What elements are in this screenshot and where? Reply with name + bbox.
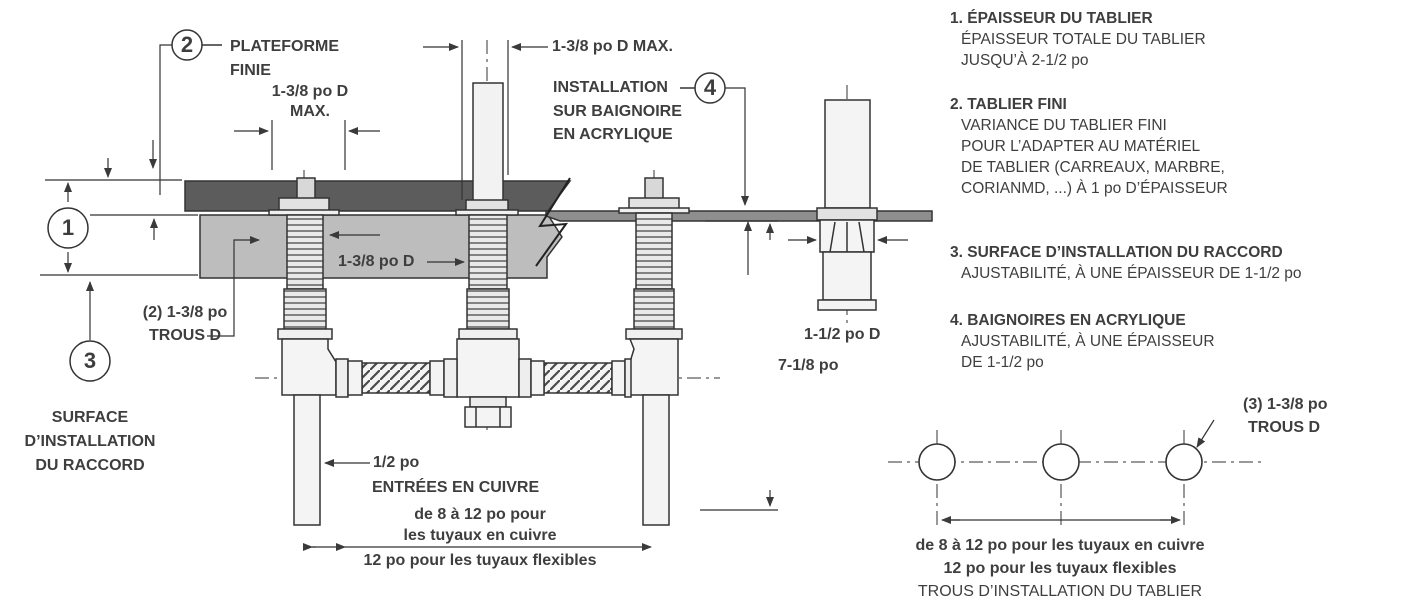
legend-line: AJUSTABILITÉ, À UNE ÉPAISSEUR DE 1-1/2 p…: [961, 265, 1302, 282]
label-right-valve: 1-1/2 po D: [804, 326, 881, 343]
label-acrylic-3: EN ACRYLIQUE: [553, 126, 673, 143]
spout-valve: [455, 82, 520, 428]
handle-cartridge: [816, 99, 878, 311]
label-surface-3: DU RACCORD: [35, 457, 145, 474]
callout-3: 3: [83, 348, 97, 373]
callout-1: 1: [61, 215, 75, 240]
label-height: 7-1/8 po: [778, 357, 839, 374]
label-plateforme: PLATEFORME: [230, 38, 340, 55]
legend-title: 4. BAIGNOIRES EN ACRYLIQUE: [950, 312, 1186, 329]
label-holes-3: (3) 1-3/8 po: [1243, 396, 1328, 413]
legend-title: 2. TABLIER FINI: [950, 96, 1067, 113]
deck-hole-template: [918, 443, 1203, 481]
legend-item-3: 3. SURFACE D’INSTALLATION DU RACCORD AJU…: [950, 242, 1420, 284]
legend-line: VARIANCE DU TABLIER FINI: [961, 117, 1167, 134]
legend-line: DE 1-1/2 po: [961, 354, 1044, 371]
legend-item-2: 2. TABLIER FINI VARIANCE DU TABLIER FINI…: [950, 94, 1420, 199]
label-spread-1: de 8 à 12 po pour: [414, 506, 546, 523]
label-bottom-2: 12 po pour les tuyaux flexibles: [943, 560, 1177, 577]
label-surface-1: SURFACE: [51, 409, 129, 426]
legend-block-2: 2. TABLIER FINI VARIANCE DU TABLIER FINI…: [950, 94, 1420, 199]
label-acrylic-1: INSTALLATION: [553, 79, 668, 96]
label-acrylic-2: SUR BAIGNOIRE: [553, 103, 682, 120]
label-surface-2: D’INSTALLATION: [24, 433, 156, 450]
legend-line: DE TABLIER (CARREAUX, MARBRE,: [961, 159, 1225, 176]
label-inlet: ENTRÉES EN CUIVRE: [372, 479, 540, 496]
label-finie: FINIE: [230, 62, 271, 79]
label-spout-max: 1-3/8 po D MAX.: [552, 38, 673, 55]
legend-line: JUSQU’À 2-1/2 po: [961, 52, 1089, 69]
label-spread-2: les tuyaux en cuivre: [403, 527, 557, 544]
label-bottom-1: de 8 à 12 po pour les tuyaux en cuivre: [915, 537, 1205, 554]
legend-line: POUR L’ADAPTER AU MATÉRIEL: [961, 138, 1201, 155]
dimension-lines: [40, 40, 1215, 551]
callout-4: 4: [703, 75, 717, 100]
legend-line: CORIANMD, ...) À 1 po D’ÉPAISSEUR: [961, 180, 1228, 197]
legend: 1. ÉPAISSEUR DU TABLIER ÉPAISSEUR TOTALE…: [950, 8, 1420, 71]
legend-item-1: 1. ÉPAISSEUR DU TABLIER ÉPAISSEUR TOTALE…: [950, 8, 1420, 71]
label-hole-top: 1-3/8 po D: [271, 83, 349, 100]
callout-circles: [47, 29, 726, 382]
legend-block-4: 4. BAIGNOIRES EN ACRYLIQUE AJUSTABILITÉ,…: [950, 310, 1420, 373]
label-hole-top-max: MAX.: [290, 103, 330, 120]
right-valve: [618, 177, 690, 526]
callout-2: 2: [180, 32, 194, 57]
label-mid-hole: 1-3/8 po D: [338, 253, 415, 270]
left-valve: [268, 177, 340, 526]
label-bottom-3: TROUS D’INSTALLATION DU TABLIER: [917, 583, 1203, 600]
finished-deck: [184, 180, 572, 212]
legend-block-3: 3. SURFACE D’INSTALLATION DU RACCORD AJU…: [950, 242, 1420, 284]
legend-title: 1. ÉPAISSEUR DU TABLIER: [950, 10, 1153, 27]
label-holes-2: (2) 1-3/8 po: [142, 304, 228, 321]
legend-item-4: 4. BAIGNOIRES EN ACRYLIQUE AJUSTABILITÉ,…: [950, 310, 1420, 373]
break-line: [535, 177, 571, 267]
label-inlet-size: 1/2 po: [373, 454, 420, 471]
label-spread-3: 12 po pour les tuyaux flexibles: [363, 552, 597, 569]
flex-hoses: [335, 358, 632, 398]
legend-line: AJUSTABILITÉ, À UNE ÉPAISSEUR: [961, 333, 1215, 350]
legend-title: 3. SURFACE D’INSTALLATION DU RACCORD: [950, 244, 1283, 261]
legend-line: ÉPAISSEUR TOTALE DU TABLIER: [961, 31, 1206, 48]
label-holes-2-d: TROUS D: [149, 327, 221, 344]
label-holes-3-d: TROUS D: [1248, 419, 1320, 436]
